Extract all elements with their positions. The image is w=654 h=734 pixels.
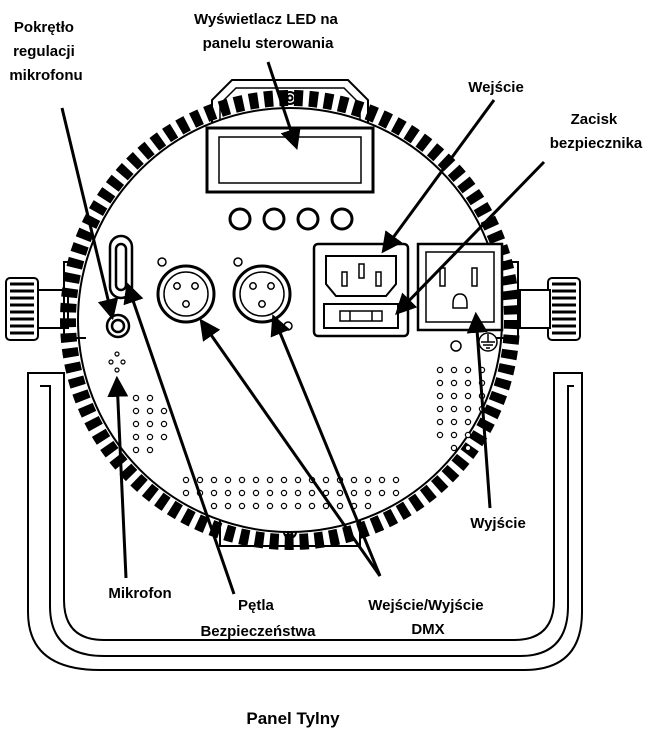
label-mic-knob: Pokrętło regulacji mikrofonu bbox=[9, 19, 82, 84]
diagram-caption: Panel Tylny bbox=[246, 709, 340, 728]
label-fuse: Zacisk bezpiecznika bbox=[550, 111, 643, 152]
arrow-power-output bbox=[466, 311, 492, 509]
microphone-holes bbox=[108, 351, 126, 373]
label-power-output: Wyjście bbox=[470, 515, 526, 532]
power-output-socket bbox=[416, 242, 504, 332]
housing-rim bbox=[60, 90, 520, 550]
callout-arrows bbox=[60, 61, 546, 595]
vent-holes-bottom bbox=[182, 476, 400, 510]
left-knob bbox=[5, 277, 69, 341]
label-microphone: Mikrofon bbox=[108, 585, 171, 602]
arrow-dmx-2 bbox=[270, 314, 382, 577]
arrow-led-display bbox=[266, 61, 301, 150]
vent-holes-left bbox=[132, 394, 168, 454]
rear-panel-plate bbox=[63, 261, 519, 339]
arrow-microphone bbox=[107, 375, 129, 579]
arrow-dmx-1 bbox=[199, 318, 382, 577]
arrow-safety-loop bbox=[123, 282, 236, 595]
vent-holes-right bbox=[436, 366, 486, 452]
right-knob bbox=[519, 277, 581, 341]
dmx-connector-1 bbox=[156, 257, 216, 324]
label-safety-loop: Pętla Bezpieczeństwa bbox=[200, 597, 316, 640]
arrow-fuse bbox=[395, 160, 546, 316]
control-buttons bbox=[228, 207, 354, 231]
mic-knob bbox=[105, 313, 131, 339]
arrow-power-input bbox=[381, 99, 496, 254]
led-display bbox=[205, 126, 375, 194]
mounting-bracket bbox=[27, 372, 583, 671]
arrow-mic-knob bbox=[60, 107, 119, 321]
label-dmx: Wejście/Wyjście DMX bbox=[368, 597, 488, 638]
label-led-display: Wyświetlacz LED na panelu sterowania bbox=[194, 11, 342, 52]
label-power-input: Wejście bbox=[468, 79, 524, 96]
ground-symbol-icon bbox=[450, 332, 498, 352]
fuse-holder bbox=[323, 303, 399, 329]
